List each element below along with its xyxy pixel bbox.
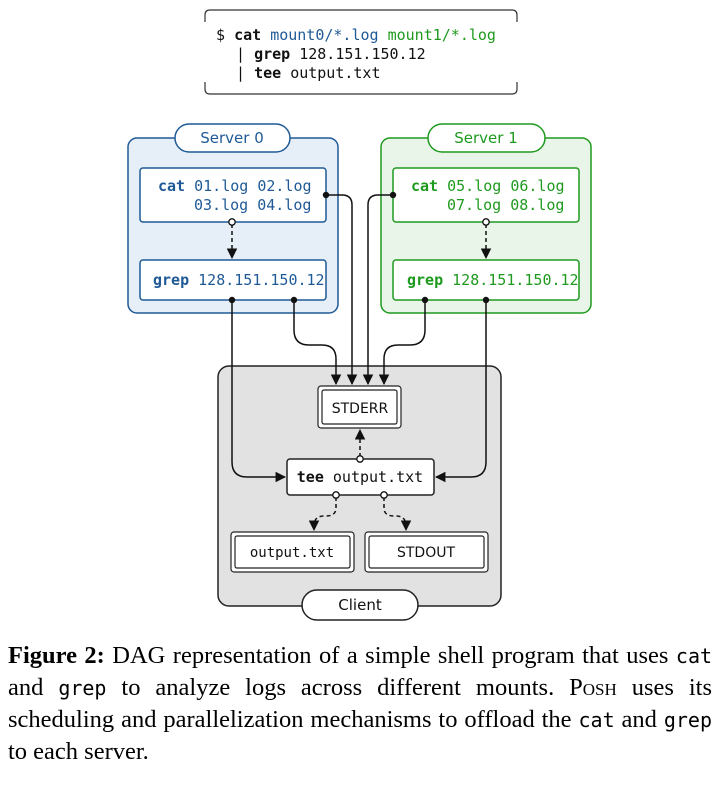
server0-group: Server 0 cat 01.log 02.log 03.log 04.log… <box>127 123 339 314</box>
stderr-label: STDERR <box>332 401 389 417</box>
server0-grep-text: grep 128.151.150.12 <box>153 271 325 289</box>
port-tee-output <box>332 491 340 499</box>
server0-label-pill <box>174 123 291 153</box>
stderr-node <box>317 385 402 429</box>
figure-caption: Figure 2: DAG representation of a simple… <box>8 640 712 768</box>
server0-cat-line1: cat 01.log 02.log <box>158 177 312 195</box>
caption-text-5: and <box>621 706 657 733</box>
server1-group: Server 1 cat 05.log 06.log 07.log 08.log… <box>380 123 592 314</box>
command-box: $ cat mount0/*.log mount1/*.log | grep 1… <box>204 9 518 95</box>
caption-code-grep: grep <box>58 676 107 700</box>
caption-text-1: DAG representation of a simple shell pro… <box>112 642 669 669</box>
edge-tee-output <box>308 497 337 532</box>
port-s0-grep-stderr <box>290 296 298 304</box>
edge-s0-cat-stderr <box>326 194 358 386</box>
dag-diagram: $ cat mount0/*.log mount1/*.log | grep 1… <box>127 9 592 621</box>
port-s0-grep-stdout <box>228 296 236 304</box>
command-line-2: | grep 128.151.150.12 <box>236 45 426 63</box>
server1-cat-line2: 07.log 08.log <box>447 196 564 214</box>
server1-label: Server 1 <box>454 129 518 147</box>
port-s1-cat-stdout <box>482 218 490 226</box>
server0-label: Server 0 <box>200 129 264 147</box>
caption-posh: Posh <box>569 674 617 701</box>
edge-s0-grep-stderr <box>293 300 342 386</box>
port-tee-stderr <box>356 455 364 463</box>
server0-cat-line2: 03.log 04.log <box>194 196 311 214</box>
port-s1-grep-stderr <box>421 296 429 304</box>
output-file-node <box>230 531 355 573</box>
client-label: Client <box>338 596 382 614</box>
tee-text: tee output.txt <box>297 468 423 486</box>
caption-code-cat: cat <box>675 644 713 668</box>
port-s0-cat-stderr <box>322 191 330 199</box>
caption-text-4: uses its scheduling and parallelization … <box>8 674 712 733</box>
edge-tee-stdout <box>383 497 412 532</box>
server1-label-pill <box>427 123 546 153</box>
edge-s1-cat-stderr <box>362 194 393 386</box>
output-file-label: output.txt <box>250 545 334 561</box>
stdout-node <box>364 531 489 573</box>
server1-grep-text: grep 128.151.150.12 <box>407 271 579 289</box>
port-tee-stdout <box>380 491 388 499</box>
command-line-3: | tee output.txt <box>236 64 381 82</box>
command-line-1: $ cat mount0/*.log mount1/*.log <box>216 26 496 44</box>
caption-label: Figure 2: <box>8 642 105 669</box>
caption-text-6: to each server. <box>8 738 149 765</box>
ports <box>228 191 490 499</box>
caption-text-3: to analyze logs across different mounts. <box>121 674 555 701</box>
caption-code-grep-2: grep <box>663 708 712 732</box>
port-s0-cat-stdout <box>228 218 236 226</box>
caption-code-cat-2: cat <box>578 708 615 732</box>
edge-s1-grep-stderr <box>378 300 426 386</box>
client-group: STDERR tee output.txt output.txt STDOUT … <box>217 365 502 621</box>
edge-s1-grep-tee <box>434 300 487 483</box>
client-label-pill <box>301 589 419 621</box>
caption-text-2: and <box>8 674 44 701</box>
stdout-label: STDOUT <box>397 545 455 561</box>
edges <box>226 194 492 532</box>
port-s1-cat-stderr <box>389 191 397 199</box>
edge-s0-grep-tee <box>231 300 287 483</box>
server1-cat-line1: cat 05.log 06.log <box>411 177 565 195</box>
port-s1-grep-stdout <box>482 296 490 304</box>
